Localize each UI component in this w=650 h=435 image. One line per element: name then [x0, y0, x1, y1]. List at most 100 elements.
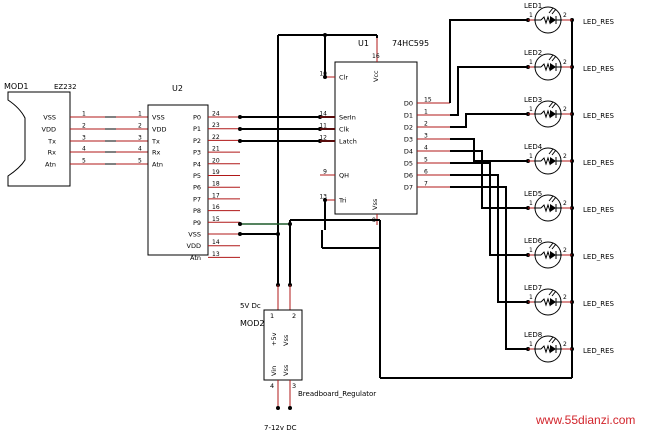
led-pin-num: 1: [529, 59, 533, 66]
u2-right-pin-name: P1: [193, 125, 201, 133]
u1-right-pin-num: 1: [424, 109, 428, 116]
u1-right-pin-num: 6: [424, 169, 428, 176]
mod2-pin4-num: 4: [270, 382, 274, 390]
u2-left-pin-name: Tx: [151, 138, 160, 146]
u2-right-pin-num: 20: [212, 157, 220, 164]
u2-right-pin-name: VSS: [188, 231, 201, 239]
mod2-pin2-name: Vss: [282, 334, 290, 346]
mod1-pin-name: VSS: [43, 114, 56, 122]
mod2-pin3-num: 3: [292, 382, 296, 390]
led-pin-num: 2: [563, 153, 567, 160]
led-pin-num: 1: [529, 106, 533, 113]
mod1-pin-num: 4: [82, 146, 86, 153]
u2-left-pin-name: VSS: [152, 114, 165, 122]
u1-right-pin-name: D5: [404, 160, 413, 168]
u2-right-pin-name: P4: [193, 160, 201, 168]
led-value: LED_RES: [583, 159, 614, 167]
supply-out-label: 5V Dc: [240, 302, 261, 310]
mod2-pin3-name: Vss: [282, 364, 290, 376]
led-pin-num: 1: [529, 153, 533, 160]
u2-right-pin-num: 15: [212, 216, 220, 223]
u1-right-pin-name: D7: [404, 184, 413, 192]
led-value: LED_RES: [583, 18, 614, 26]
u1-left-pin-name: Tri: [338, 197, 347, 205]
led-symbol: [528, 288, 572, 316]
led-ref: LED3: [524, 96, 542, 104]
led-value: LED_RES: [583, 253, 614, 261]
mod1-body: [7, 91, 71, 187]
mod1-pin-num: 5: [82, 158, 86, 165]
mod2-ref: MOD2: [240, 319, 264, 328]
u2-right-pin-num: 24: [212, 111, 220, 118]
led-pin-num: 1: [529, 200, 533, 207]
u1-vcc-num: 16: [372, 53, 380, 60]
u2-left-pin-num: 5: [138, 158, 142, 165]
u2-right-pin-name: P0: [193, 114, 201, 122]
led-symbol: [528, 100, 572, 128]
led-pin-num: 1: [529, 247, 533, 254]
u2-right-pin-num: 21: [212, 146, 220, 153]
u2-right-pin-name: P7: [193, 195, 201, 203]
u2-right-pin-name: VDD: [187, 242, 201, 250]
u1-part: 74HC595: [392, 39, 429, 48]
led-value: LED_RES: [583, 206, 614, 214]
mod1-part: EZ232: [54, 83, 77, 91]
led-pin-num: 2: [563, 12, 567, 19]
u1-right-pin-name: D0: [404, 100, 413, 108]
u2-left-pin-num: 3: [138, 135, 142, 142]
u2-left-pin-name: VDD: [152, 126, 166, 134]
led-pin-num: 2: [563, 294, 567, 301]
led-pin-num: 2: [563, 106, 567, 113]
u1-right-pin-num: 4: [424, 145, 428, 152]
u1-left-pin-num: 13: [319, 194, 327, 201]
led-symbol: [528, 194, 572, 222]
u1-left-pin-name: Clk: [339, 126, 349, 134]
mod1-pin-num: 3: [82, 135, 86, 142]
led-ref: LED1: [524, 2, 542, 10]
u1-vcc-name: Vcc: [372, 70, 380, 82]
led-pin-num: 1: [529, 12, 533, 19]
u2-ref: U2: [172, 84, 183, 93]
u1-right-pin-name: D2: [404, 124, 413, 132]
led-symbol: [528, 147, 572, 175]
mod1-pin-num: 1: [82, 111, 86, 118]
u2-right-pin-name: P3: [193, 149, 201, 157]
u1-right-pin-num: 3: [424, 133, 428, 140]
mod2-pin2-num: 2: [292, 312, 296, 320]
u1-left-pin-name: Clr: [339, 74, 348, 82]
u1-vss-name: Vss: [371, 198, 379, 210]
led-symbol: [528, 6, 572, 34]
u1-right-pin-num: 5: [424, 157, 428, 164]
led-ref: LED2: [524, 49, 542, 57]
u2-right-pin-num: 16: [212, 204, 220, 211]
u2-right-pin-name: P9: [193, 219, 201, 227]
mod1-pin-num: 2: [82, 123, 86, 130]
u2-body: [147, 104, 209, 256]
u2-right-pin-num: 18: [212, 181, 220, 188]
led-symbol: [528, 241, 572, 269]
u2-right-pin-num: 13: [212, 251, 220, 258]
mod1-pin-name: Tx: [47, 138, 56, 146]
u2-right-pin-num: 17: [212, 192, 220, 199]
led-ref: LED5: [524, 190, 542, 198]
u1-right-pin-num: 7: [424, 181, 428, 188]
led-pin-num: 1: [529, 341, 533, 348]
u1-left-pin-num: 11: [319, 123, 327, 130]
u2-right-pin-name: Atn: [190, 254, 201, 262]
u1-left-pin-name: SerIn: [339, 114, 356, 122]
wiring: [7, 20, 573, 410]
u1-right-pin-num: 2: [424, 121, 428, 128]
u2-right-pin-name: P6: [193, 184, 201, 192]
led-value: LED_RES: [583, 65, 614, 73]
u1-ref: U1: [358, 39, 369, 48]
led-ref: LED6: [524, 237, 543, 245]
u2-right-pin-name: P5: [193, 172, 201, 180]
u2-right-pin-num: 14: [212, 239, 220, 246]
led-value: LED_RES: [583, 112, 614, 120]
u1-left-pin-name: Latch: [339, 138, 357, 146]
mod2-body: [263, 309, 303, 381]
led-symbol: [528, 335, 572, 363]
u1-right-pin-name: D4: [404, 148, 413, 156]
u1-left-pin-num: 12: [319, 135, 327, 142]
